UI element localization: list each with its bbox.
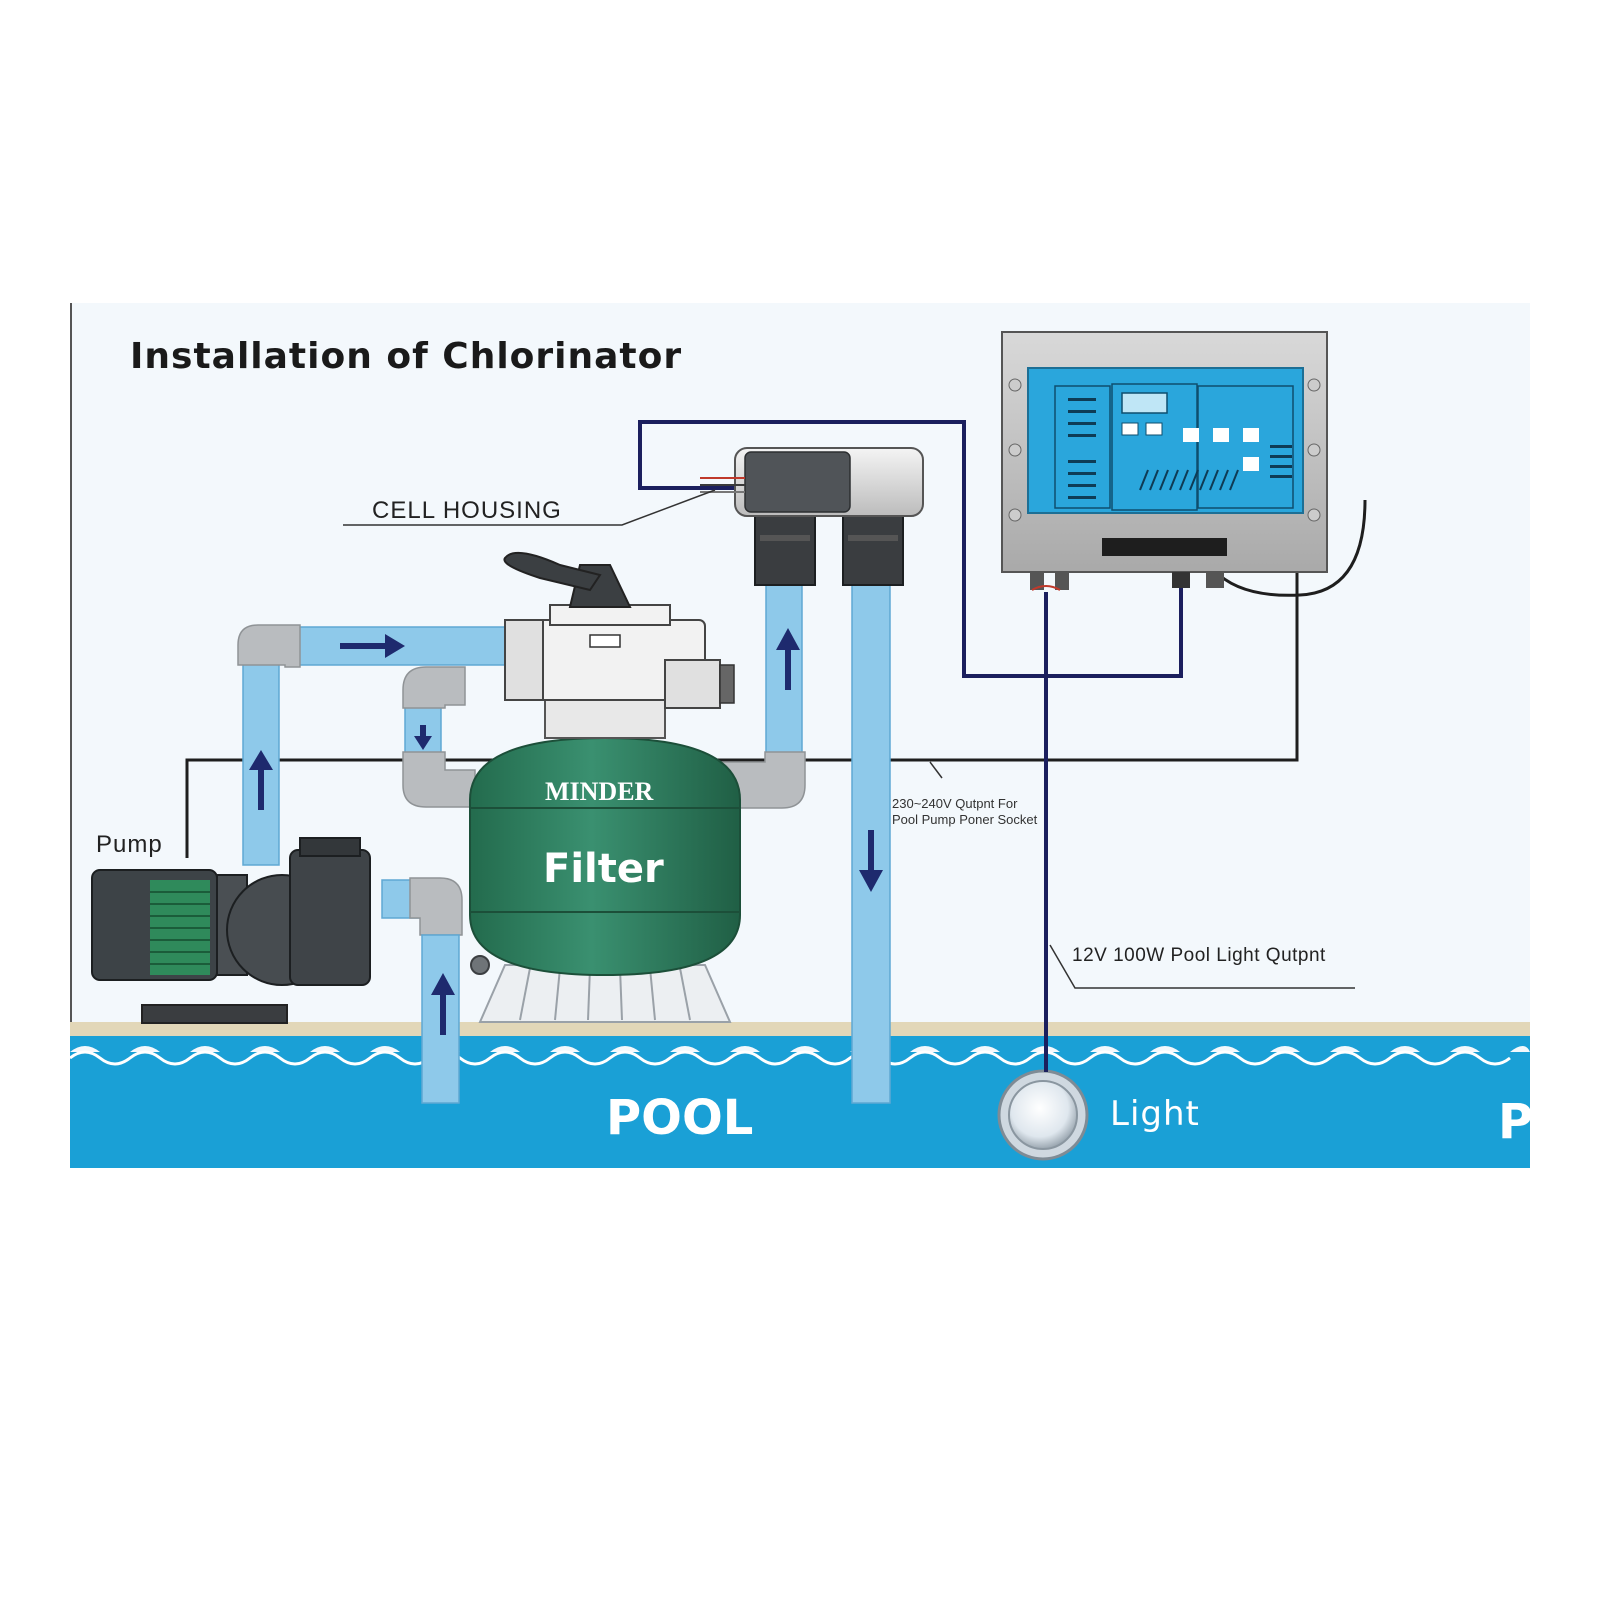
light-output-leader — [1049, 944, 1355, 989]
pool-label: POOL — [606, 1090, 753, 1146]
filter-tank — [469, 736, 741, 1023]
filter-brand: MINDER — [545, 777, 654, 806]
pump-label: Pump — [96, 831, 163, 858]
pump-icon — [91, 837, 371, 1024]
arrow-icon — [249, 628, 883, 1035]
light-label: Light — [1110, 1094, 1200, 1134]
light-output-label: 12V 100W Pool Light Qutpnt — [1072, 945, 1326, 966]
cell-housing-unit — [700, 447, 924, 586]
cell-wire — [638, 420, 1183, 678]
ground-strip — [70, 1022, 1530, 1036]
pump-power-cable — [185, 565, 1299, 858]
control-box — [1001, 331, 1328, 591]
pump-socket-pointer — [929, 761, 943, 779]
multiport-valve-icon — [503, 551, 735, 739]
pool-light-icon — [997, 1069, 1089, 1161]
pump-socket-label-line1: 230~240V Qutpnt For — [892, 796, 1018, 811]
pool-water — [69, 1036, 1530, 1168]
cell-housing-label: CELL HOUSING — [372, 497, 562, 524]
diagram-title: Installation of Chlorinator — [130, 336, 682, 377]
power-tail-cable — [1212, 499, 1367, 597]
filter-label: Filter — [543, 846, 664, 892]
pump-socket-label-line2: Pool Pump Poner Socket — [892, 812, 1038, 827]
pool-label-partial: P — [1498, 1094, 1533, 1150]
cell-housing-leader — [343, 489, 716, 526]
